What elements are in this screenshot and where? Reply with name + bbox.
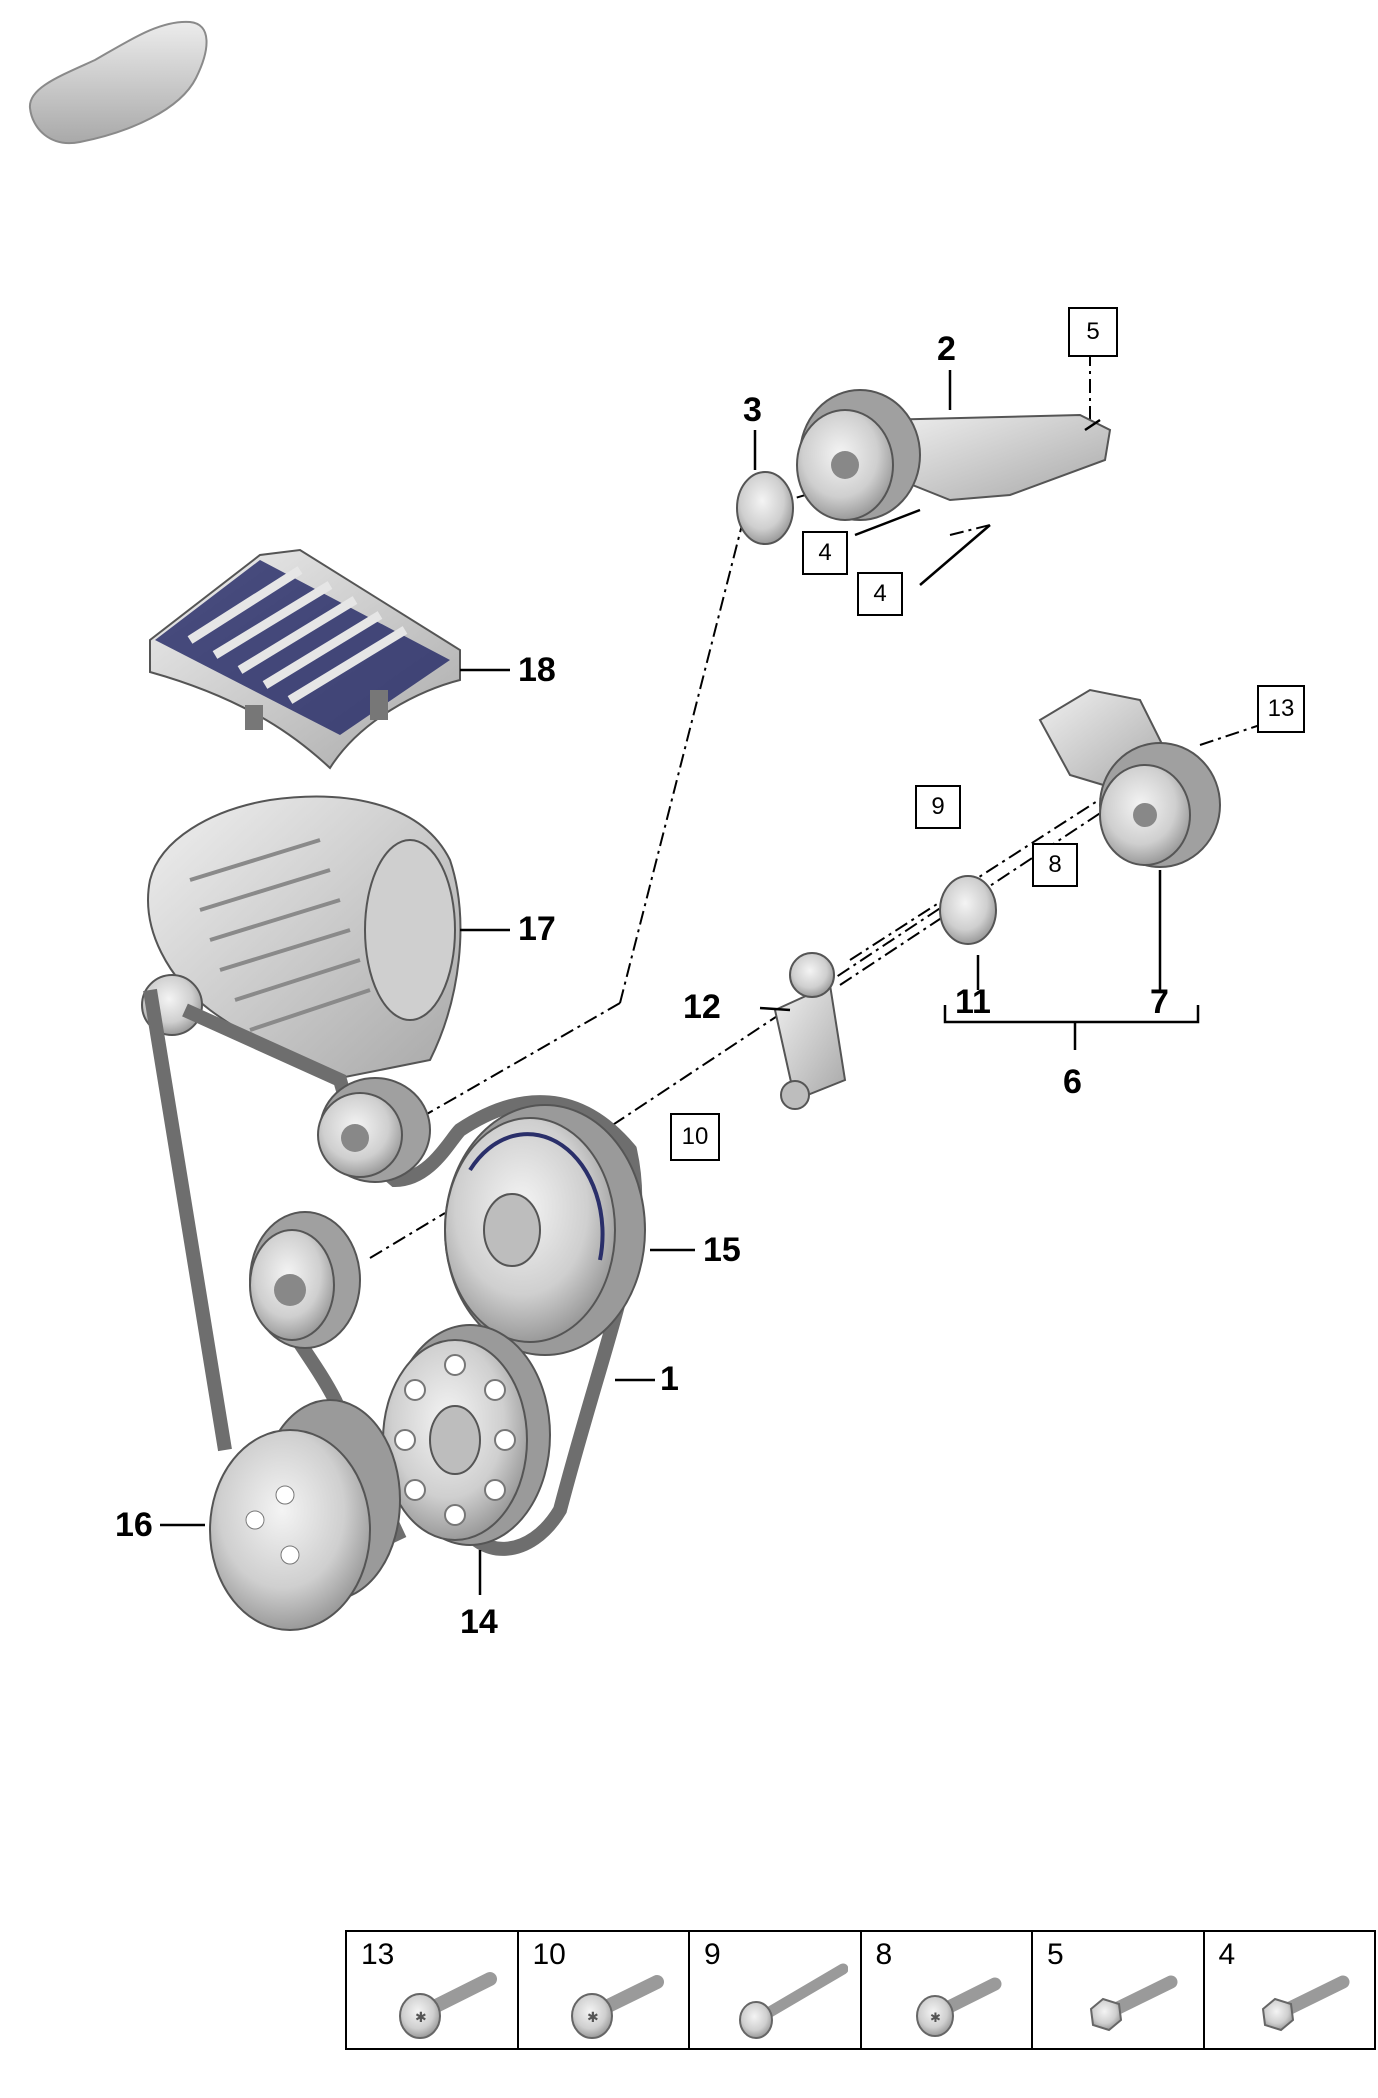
torx-bolt-icon: ✱ <box>915 1977 1001 2037</box>
callout-14: 14 <box>460 1603 498 1641</box>
svg-text:✱: ✱ <box>930 2011 941 2026</box>
boxref-5: 5 <box>1068 307 1118 357</box>
callout-1: 1 <box>660 1360 679 1398</box>
legend-cell: 8 ✱ <box>862 1932 1033 2048</box>
callout-2: 2 <box>937 330 956 368</box>
engine-cover-part <box>149 548 461 770</box>
boxref-13: 13 <box>1257 685 1305 733</box>
svg-text:✱: ✱ <box>415 2010 427 2026</box>
water-pump-pulley-part <box>209 1399 401 1631</box>
legend-cell: 4 <box>1205 1932 1375 2048</box>
flange-bolt-icon <box>1261 1975 1349 2032</box>
idler-pulley-lower <box>249 1211 361 1349</box>
callout-16: 16 <box>115 1506 153 1544</box>
torx-bolt-icon: ✱ <box>570 1975 664 2039</box>
pulley-cap-part <box>736 471 794 545</box>
long-bolt-icon <box>739 1963 848 2039</box>
callout-6: 6 <box>1063 1063 1082 1101</box>
bolt-legend-table: 13 ✱ 10 ✱ 9 8 ✱ 5 <box>345 1930 1376 2050</box>
boxref-4-upper: 4 <box>802 531 848 575</box>
callout-leaders <box>160 370 1200 1595</box>
callout-18: 18 <box>518 651 556 689</box>
tensioner-damper-part <box>773 952 847 1110</box>
boxref-10: 10 <box>670 1113 720 1161</box>
flange-bolt-icon <box>1089 1975 1178 2032</box>
alternator-part <box>141 795 462 1082</box>
car-silhouette-icon <box>28 20 208 145</box>
callout-7: 7 <box>1150 983 1169 1021</box>
legend-cell: 10 ✱ <box>519 1932 690 2048</box>
legend-number: 13 <box>361 1938 395 1971</box>
boxref-9: 9 <box>915 785 961 829</box>
legend-cell: 13 ✱ <box>347 1932 519 2048</box>
svg-text:✱: ✱ <box>587 2010 599 2026</box>
callout-15: 15 <box>703 1231 741 1269</box>
boxref-4-lower: 4 <box>857 572 903 616</box>
belt-tensioner-bracket-part <box>796 389 1112 521</box>
torx-bolt-icon: ✱ <box>399 1972 497 2039</box>
legend-cell: 9 <box>690 1932 862 2048</box>
legend-number: 4 <box>1218 1938 1236 1971</box>
legend-number: 10 <box>532 1938 566 1971</box>
legend-number: 9 <box>704 1938 721 1971</box>
callout-3: 3 <box>743 391 762 429</box>
legend-cell: 5 <box>1033 1932 1205 2048</box>
callout-17: 17 <box>518 910 556 948</box>
tensioner-pulley-assembly-part <box>1038 688 1221 868</box>
callout-11: 11 <box>955 983 991 1021</box>
crankshaft-pulley-part <box>382 1324 551 1546</box>
callout-12: 12 <box>683 988 721 1026</box>
tensioner-cap-part <box>939 875 997 945</box>
boxref-8: 8 <box>1032 843 1078 887</box>
legend-number: 8 <box>875 1938 893 1971</box>
legend-number: 5 <box>1047 1938 1064 1971</box>
idler-pulley-upper <box>317 1077 431 1183</box>
ac-compressor-pulley-part <box>444 1104 646 1356</box>
